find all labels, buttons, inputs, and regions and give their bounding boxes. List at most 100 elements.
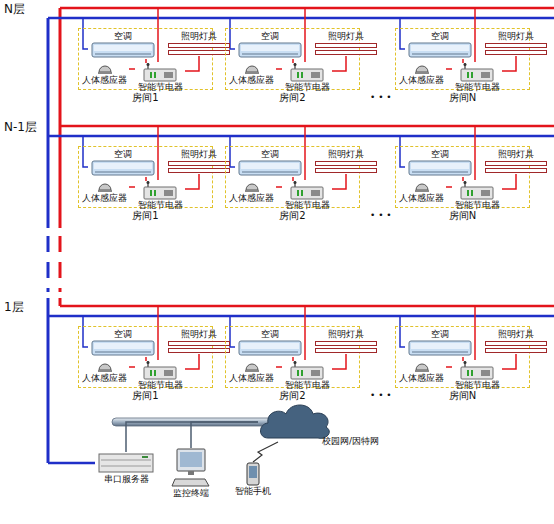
wire-connector bbox=[502, 354, 516, 369]
red-drop-wire bbox=[474, 306, 476, 360]
indicator bbox=[297, 370, 299, 376]
sensor-node: 人体感应器 bbox=[80, 63, 129, 86]
red-floor-line bbox=[60, 125, 554, 128]
antenna-tip bbox=[464, 361, 467, 364]
saver-panel bbox=[164, 72, 173, 78]
serial-server-icon bbox=[98, 452, 154, 474]
saver-panel bbox=[481, 370, 490, 376]
saver-label: 智能节电器 bbox=[452, 380, 502, 391]
keyboard bbox=[172, 479, 209, 486]
sensor-label: 人体感应器 bbox=[397, 373, 446, 384]
air-conditioner-icon bbox=[408, 340, 472, 357]
indicator bbox=[467, 72, 469, 78]
lamp-tube bbox=[169, 44, 230, 48]
terminal-node: 监控终端 bbox=[168, 448, 214, 499]
wire-connector bbox=[502, 174, 516, 189]
human-sensor-icon bbox=[244, 181, 260, 193]
room-label: 房间2 bbox=[226, 210, 359, 221]
sensor-base bbox=[245, 370, 259, 372]
ac-vent bbox=[95, 54, 151, 55]
indicator bbox=[467, 370, 469, 376]
ac-panel bbox=[94, 45, 152, 51]
ellipsis-mark: • • • bbox=[370, 390, 392, 401]
antenna-tip bbox=[464, 63, 467, 66]
sensor-node: 人体感应器 bbox=[397, 63, 446, 86]
ac-label: 空调 bbox=[406, 31, 474, 42]
ac-vent bbox=[95, 172, 151, 173]
lamp-tube-icon bbox=[315, 42, 377, 56]
lamp-tube-icon bbox=[485, 42, 547, 56]
sensor-dome bbox=[246, 364, 258, 370]
indicator bbox=[471, 190, 473, 196]
blue-floor-line bbox=[48, 135, 554, 138]
lamp-tube bbox=[486, 342, 547, 346]
saver-node: 智能节电器 bbox=[135, 181, 185, 211]
lamp-label: 照明灯具 bbox=[484, 329, 548, 340]
ac-node: 空调 bbox=[89, 31, 157, 59]
indicator bbox=[154, 72, 156, 78]
lamp-label: 照明灯具 bbox=[314, 149, 378, 160]
lamp-tube bbox=[169, 162, 230, 166]
sensor-node: 人体感应器 bbox=[227, 181, 276, 204]
indicator bbox=[471, 370, 473, 376]
blue-drop-wire bbox=[400, 136, 405, 167]
lamp-node: 照明灯具 bbox=[167, 149, 231, 174]
saver-panel bbox=[164, 190, 173, 196]
human-sensor-icon bbox=[244, 361, 260, 373]
indicator bbox=[297, 190, 299, 196]
red-drop-wire bbox=[157, 126, 159, 180]
sensor-label: 人体感应器 bbox=[397, 75, 446, 86]
lamp-label: 照明灯具 bbox=[314, 329, 378, 340]
sensor-label: 人体感应器 bbox=[80, 193, 129, 204]
ellipsis-mark: • • • bbox=[370, 92, 392, 103]
sensor-dome bbox=[246, 66, 258, 72]
antenna bbox=[464, 181, 465, 187]
antenna-tip bbox=[294, 361, 297, 364]
air-conditioner-icon bbox=[238, 160, 302, 177]
blue-riser bbox=[47, 298, 50, 463]
air-conditioner-icon bbox=[91, 340, 155, 357]
lamp-tube-icon bbox=[315, 340, 377, 354]
server-node: 串口服务器 bbox=[95, 452, 157, 485]
saver-node: 智能节电器 bbox=[452, 181, 502, 211]
antenna bbox=[294, 361, 295, 367]
blue-riser-break bbox=[47, 236, 50, 292]
ac-body bbox=[409, 341, 471, 355]
wire-connector bbox=[332, 354, 346, 369]
lamp-label: 照明灯具 bbox=[314, 31, 378, 42]
sensor-base bbox=[98, 190, 112, 192]
antenna bbox=[147, 63, 148, 69]
saver-body bbox=[144, 187, 176, 199]
saver-node: 智能节电器 bbox=[135, 361, 185, 391]
indicator bbox=[297, 72, 299, 78]
lamp-node: 照明灯具 bbox=[167, 329, 231, 354]
indicator bbox=[467, 190, 469, 196]
ac-node: 空调 bbox=[236, 149, 304, 177]
room-label: 房间N bbox=[396, 210, 529, 221]
ac-label: 空调 bbox=[89, 149, 157, 160]
sensor-node: 人体感应器 bbox=[80, 181, 129, 204]
lamp-tube bbox=[316, 342, 377, 346]
blue-server-wire bbox=[48, 462, 95, 465]
indicator bbox=[150, 190, 152, 196]
phone-body bbox=[247, 463, 259, 485]
antenna-tip bbox=[147, 361, 150, 364]
antenna bbox=[294, 181, 295, 187]
lamp-node: 照明灯具 bbox=[167, 31, 231, 56]
saver-label: 智能节电器 bbox=[282, 82, 332, 93]
blue-drop-wire bbox=[83, 136, 88, 167]
power-saver-icon bbox=[142, 181, 178, 200]
ac-panel bbox=[94, 163, 152, 169]
monitor-frame bbox=[177, 449, 205, 471]
sensor-label: 人体感应器 bbox=[397, 193, 446, 204]
room-box: 房间1空调照明灯具人体感应器智能节电器 bbox=[78, 326, 213, 388]
wire-connector bbox=[502, 56, 516, 71]
saver-panel bbox=[311, 370, 320, 376]
ac-panel bbox=[241, 163, 299, 169]
server-led bbox=[142, 456, 148, 458]
wire-connector bbox=[446, 186, 452, 188]
red-floor-line bbox=[60, 7, 554, 10]
saver-body bbox=[291, 69, 323, 81]
air-conditioner-icon bbox=[408, 42, 472, 59]
lamp-node: 照明灯具 bbox=[314, 31, 378, 56]
